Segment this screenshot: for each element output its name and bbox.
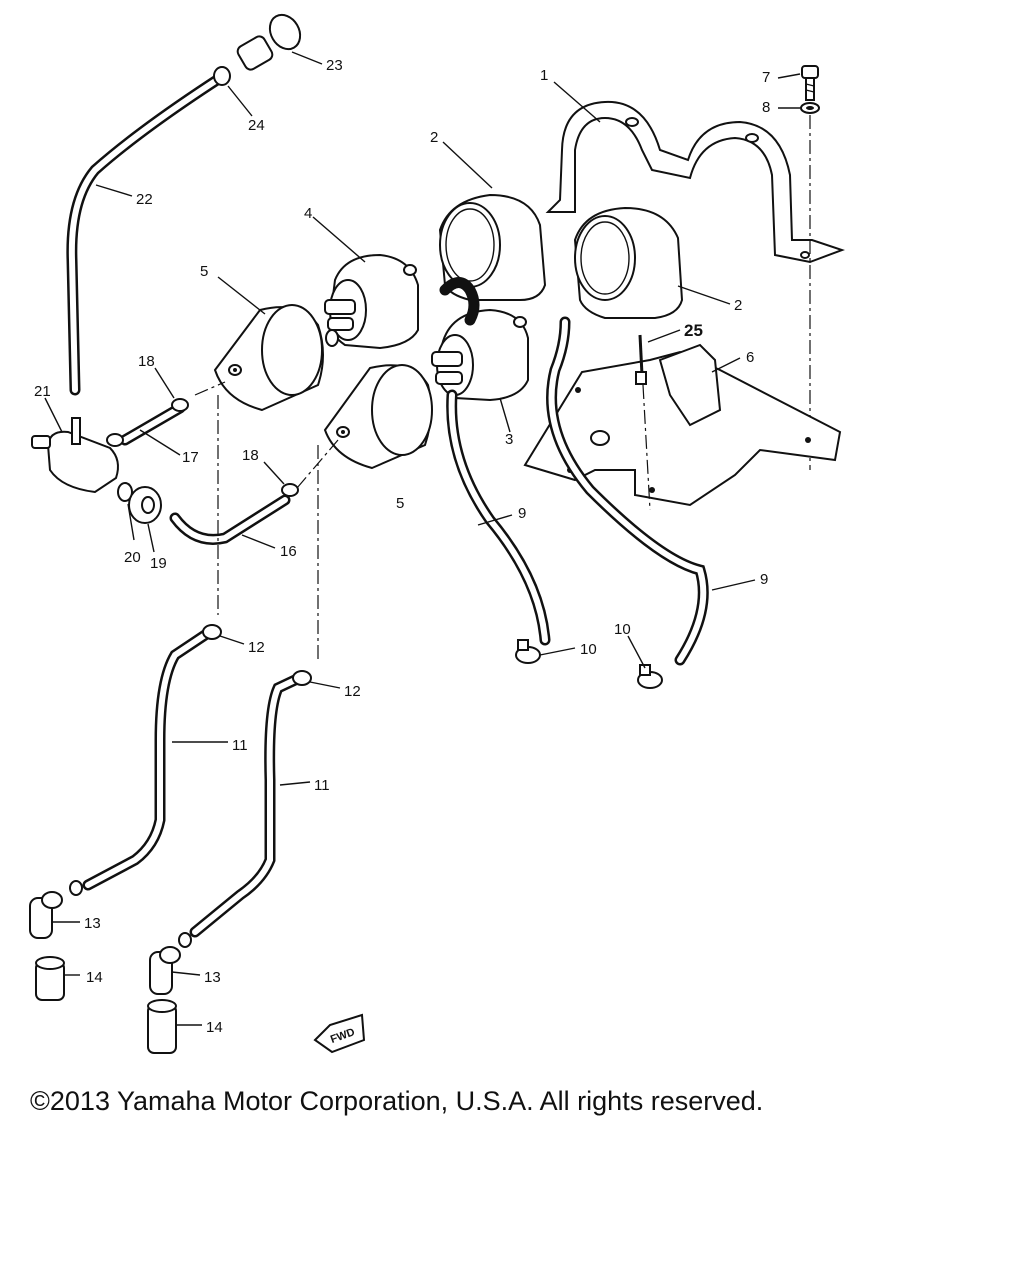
part-9-lead-left bbox=[446, 389, 551, 646]
exploded-parts-diagram: FWD 1 2 bbox=[29, 13, 845, 1054]
part-18-clip-upper bbox=[171, 398, 189, 412]
part-17-hose bbox=[106, 402, 186, 447]
label-13-right: 13 bbox=[204, 969, 221, 986]
part-14-sleeve-left bbox=[35, 956, 65, 1001]
label-21: 21 bbox=[34, 383, 51, 400]
label-1: 1 bbox=[540, 67, 548, 84]
part-21-fitting bbox=[31, 417, 119, 494]
label-7: 7 bbox=[762, 69, 770, 86]
part-10-clip-left bbox=[515, 639, 541, 664]
leader-lines bbox=[44, 51, 801, 1026]
label-10-right: 10 bbox=[614, 621, 631, 638]
part-13-elbow-left bbox=[29, 880, 83, 939]
label-5-lower: 5 bbox=[396, 495, 404, 512]
label-4: 4 bbox=[304, 205, 312, 222]
label-20: 20 bbox=[124, 549, 141, 566]
label-10-left: 10 bbox=[580, 641, 597, 658]
label-12-right: 12 bbox=[344, 683, 361, 700]
part-2-band-lower bbox=[573, 206, 684, 319]
part-4-coil bbox=[324, 253, 419, 350]
part-number-labels: 1 2 2 3 4 5 5 6 7 8 9 9 10 10 11 11 12 1… bbox=[34, 57, 770, 1036]
part-6-plate bbox=[523, 343, 842, 507]
part-24-clip bbox=[213, 66, 231, 86]
leader-dash-25 bbox=[642, 384, 651, 511]
part-1-bracket bbox=[545, 100, 845, 264]
label-17: 17 bbox=[182, 449, 199, 466]
part-10-clip-right bbox=[637, 664, 663, 689]
part-22-hose bbox=[66, 72, 226, 396]
part-25-screw bbox=[635, 334, 647, 385]
label-9-left: 9 bbox=[518, 505, 526, 522]
label-11-right: 11 bbox=[314, 777, 330, 794]
part-7-bolt bbox=[801, 65, 819, 101]
fwd-arrow: FWD bbox=[313, 1013, 366, 1054]
label-14-left: 14 bbox=[86, 969, 103, 986]
part-14-sleeve-right bbox=[147, 999, 177, 1054]
label-23: 23 bbox=[326, 57, 343, 74]
label-14-right: 14 bbox=[206, 1019, 223, 1036]
label-16: 16 bbox=[280, 543, 297, 560]
label-12-left: 12 bbox=[248, 639, 265, 656]
part-20-spring bbox=[117, 482, 133, 502]
part-12-clamp-right bbox=[292, 670, 312, 686]
label-19: 19 bbox=[150, 555, 167, 572]
label-6: 6 bbox=[746, 349, 754, 366]
label-8: 8 bbox=[762, 99, 770, 116]
copyright-notice: ©2013 Yamaha Motor Corporation, U.S.A. A… bbox=[30, 1086, 764, 1116]
part-13-elbow-right bbox=[149, 932, 192, 995]
label-5-upper: 5 bbox=[200, 263, 208, 280]
label-11-left: 11 bbox=[232, 737, 248, 754]
part-3-coil bbox=[431, 308, 529, 402]
part-11-hose-right bbox=[189, 674, 301, 938]
label-18-upper: 18 bbox=[138, 353, 155, 370]
label-13-left: 13 bbox=[84, 915, 101, 932]
label-9-right: 9 bbox=[760, 571, 768, 588]
part-5-cap-lower bbox=[323, 364, 433, 470]
part-12-clamp-left bbox=[202, 624, 222, 640]
part-5-cap-upper bbox=[213, 304, 324, 412]
lead-segment-upper bbox=[439, 277, 480, 326]
label-22: 22 bbox=[136, 191, 153, 208]
label-3: 3 bbox=[505, 431, 513, 448]
label-2-upper: 2 bbox=[430, 129, 438, 146]
part-16-hose bbox=[169, 494, 291, 545]
part-11-hose-left bbox=[82, 629, 211, 891]
part-23-filter bbox=[236, 13, 302, 71]
label-25: 25 bbox=[684, 321, 703, 340]
label-18-lower: 18 bbox=[242, 447, 259, 464]
leader-dash-17 bbox=[194, 381, 226, 396]
label-24: 24 bbox=[248, 117, 265, 134]
label-2-lower: 2 bbox=[734, 297, 742, 314]
part-9-lead-right bbox=[546, 316, 709, 666]
part-18-clip-lower bbox=[281, 483, 299, 497]
part-19-nut bbox=[128, 486, 162, 524]
part-8-washer bbox=[800, 102, 820, 114]
